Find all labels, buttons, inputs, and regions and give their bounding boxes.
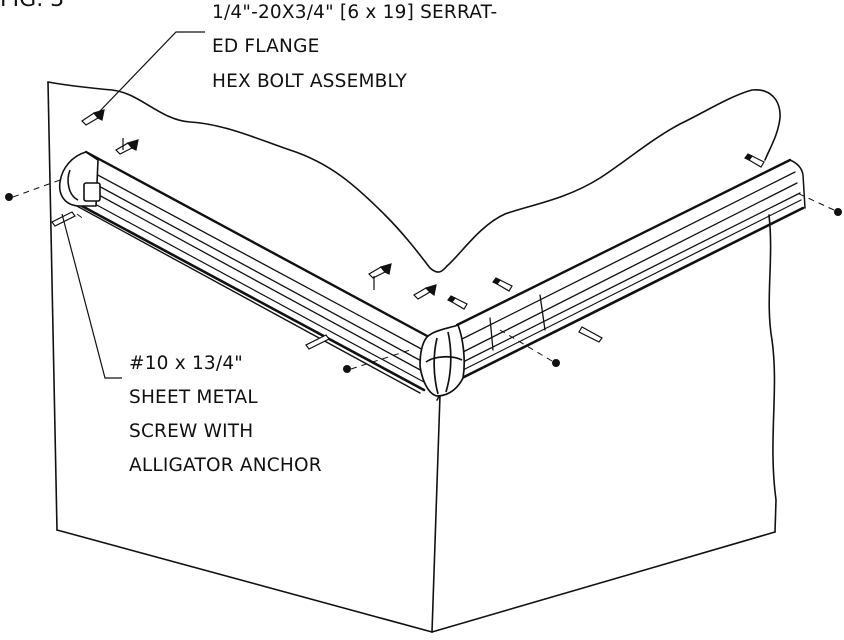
figure-title: FIG. 3 [0, 0, 64, 12]
screw-callout-line-3: SCREW WITH [129, 421, 254, 442]
screw-mid [305, 334, 330, 350]
right-wall-edge [768, 214, 777, 533]
screw-callout-line-1: #10 x 13/4" [129, 353, 244, 374]
hex-bolt-right-2 [447, 295, 468, 310]
screw-callout-line-4: ALLIGATOR ANCHOR [129, 455, 322, 476]
left-rail-foot [74, 204, 421, 394]
wall-bottom-right [431, 531, 776, 633]
hex-bolt-mid-center [413, 284, 437, 300]
nut-far-right [834, 208, 842, 216]
wall-corner-edge [431, 394, 441, 633]
corner-cap [419, 324, 466, 397]
left-wall-edge [47, 81, 58, 531]
hex-bolt-callout-line-2: ED FLANGE [212, 36, 320, 57]
wall-top-wavy-left [47, 81, 448, 273]
hex-bolt-top-1 [81, 109, 105, 126]
right-rail-end [789, 159, 806, 209]
nut-left [5, 193, 13, 201]
wall-top-wavy-right [446, 89, 781, 267]
hex-bolt-callout-line-1: 1/4"-20X3/4" [6 x 19] SERRAT- [212, 2, 498, 23]
screw-leader [61, 213, 122, 379]
nut-right [552, 359, 560, 367]
hex-bolt-right-1 [492, 277, 513, 292]
nut-mid [343, 365, 351, 373]
hex-bolt-far-right [744, 153, 765, 168]
hex-bolt-leader [98, 31, 205, 113]
screw-callout-line-2: SHEET METAL [129, 387, 258, 408]
left-end-cap [58, 151, 101, 207]
hex-bolt-mid-left [368, 263, 392, 279]
screw-right [578, 326, 603, 343]
hex-bolt-top-2 [115, 139, 139, 155]
hex-bolt-callout-line-3: HEX BOLT ASSEMBLY [212, 71, 408, 92]
wall-bottom-left [56, 529, 433, 633]
